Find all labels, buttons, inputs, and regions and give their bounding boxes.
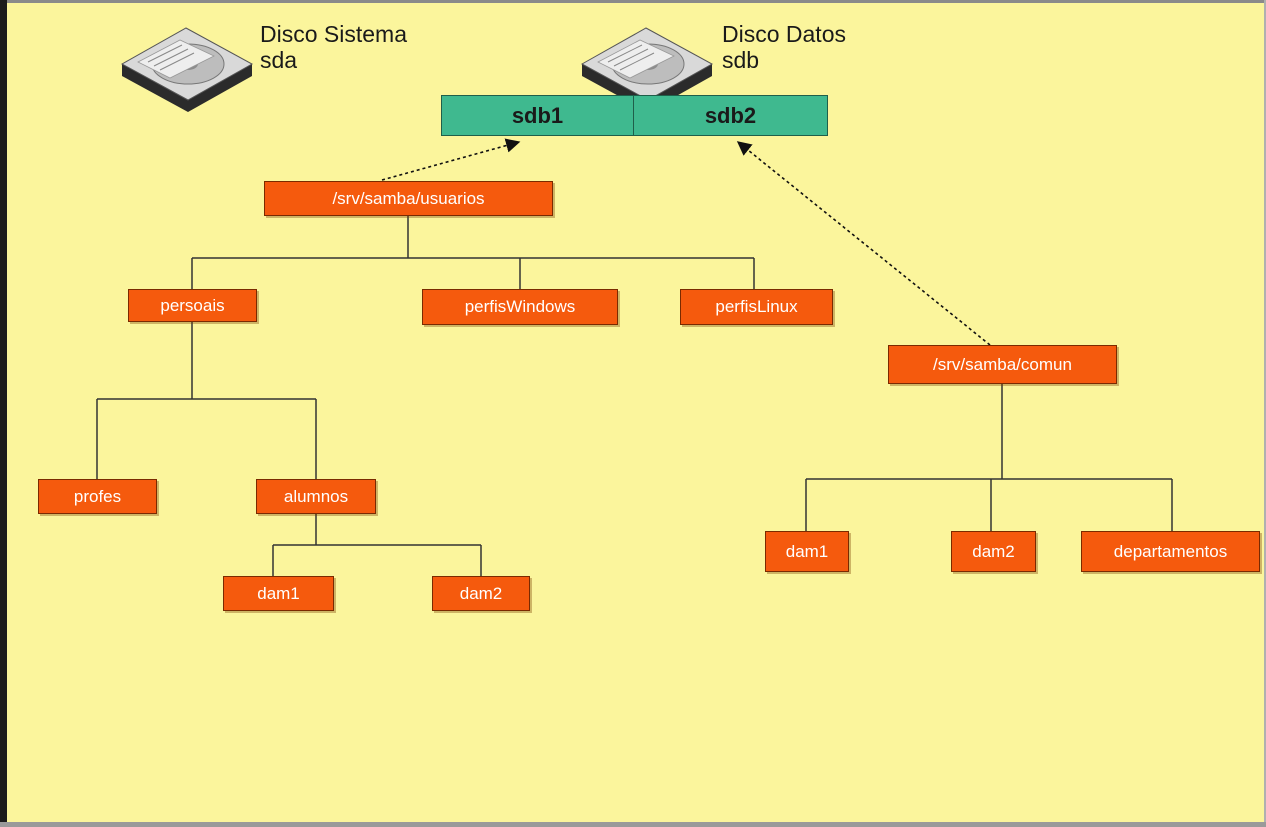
folder-persoais: persoais bbox=[128, 289, 257, 322]
system-disk-name: Disco Sistema bbox=[260, 21, 407, 47]
folder-alumnos-dam1: dam1 bbox=[223, 576, 334, 611]
data-disk-device: sdb bbox=[722, 47, 760, 73]
hard-drive-icon bbox=[580, 27, 714, 112]
diagram-background bbox=[7, 3, 1264, 822]
folder-srv-samba-comun: /srv/samba/comun bbox=[888, 345, 1117, 384]
data-disk-name: Disco Datos bbox=[722, 21, 846, 47]
folder-comun-dam1: dam1 bbox=[765, 531, 849, 572]
system-disk-device: sda bbox=[260, 47, 298, 73]
frame-border-top bbox=[0, 0, 1266, 3]
frame-border-left bbox=[0, 0, 7, 827]
frame-border-right bbox=[1264, 0, 1266, 827]
hard-drive-icon bbox=[120, 27, 254, 112]
folder-departamentos: departamentos bbox=[1081, 531, 1260, 572]
folder-alumnos: alumnos bbox=[256, 479, 376, 514]
system-disk-label: Disco Sistema sda bbox=[260, 21, 407, 73]
folder-perfislinux: perfisLinux bbox=[680, 289, 833, 325]
frame-border-bottom bbox=[0, 822, 1266, 827]
folder-comun-dam2: dam2 bbox=[951, 531, 1036, 572]
data-disk-label: Disco Datos sdb bbox=[722, 21, 846, 73]
partition-sdb2: sdb2 bbox=[633, 95, 828, 136]
folder-alumnos-dam2: dam2 bbox=[432, 576, 530, 611]
folder-profes: profes bbox=[38, 479, 157, 514]
folder-perfiswindows: perfisWindows bbox=[422, 289, 618, 325]
folder-srv-samba-usuarios: /srv/samba/usuarios bbox=[264, 181, 553, 216]
mount-arrow-sdb1 bbox=[381, 138, 521, 181]
partition-sdb1: sdb1 bbox=[441, 95, 634, 136]
